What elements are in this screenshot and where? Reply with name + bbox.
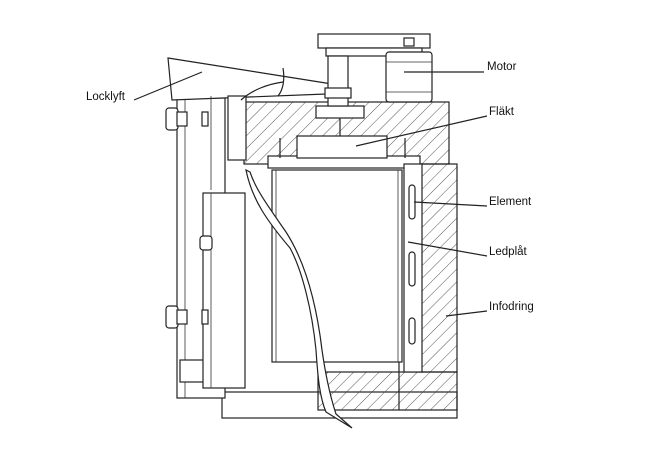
door-panel: [202, 192, 246, 389]
label-ledplat: Ledplåt: [489, 246, 528, 258]
insulation-right: [419, 163, 458, 373]
fan: [296, 135, 388, 159]
section-cut: [245, 168, 353, 429]
label-infodring: Infodring: [489, 301, 534, 313]
leader-lines: [133, 71, 488, 317]
upper-hinge: [165, 107, 209, 131]
label-element: Element: [489, 196, 532, 208]
middle-hinge: [199, 235, 213, 251]
lower-hinge: [165, 305, 209, 329]
motor-body: [385, 51, 433, 103]
label-flakt: Fläkt: [489, 106, 515, 118]
heating-element-slots: [408, 184, 416, 345]
insulation-bottom: [317, 371, 458, 411]
inner-chamber: [271, 169, 403, 363]
label-motor: Motor: [487, 61, 517, 73]
label-locklyft: Locklyft: [86, 91, 126, 103]
